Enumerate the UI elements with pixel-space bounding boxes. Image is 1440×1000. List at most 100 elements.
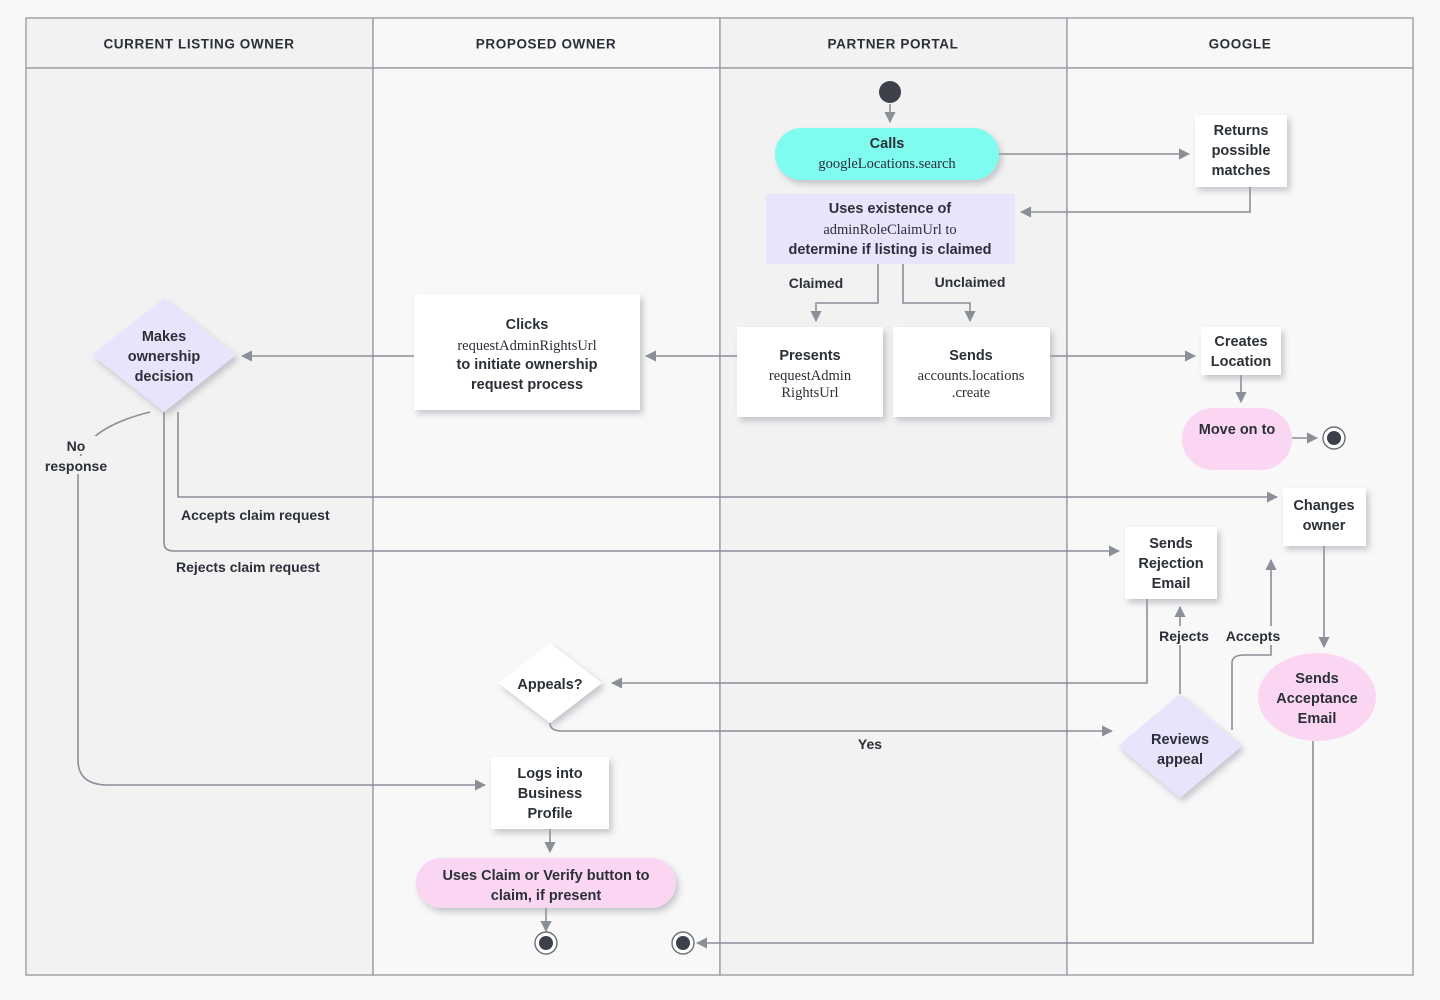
node-presents-line-1: Presents bbox=[779, 348, 840, 364]
edge-uses-existence-unclaimed bbox=[902, 264, 976, 323]
node-sends-create-line-2: accounts.locations bbox=[918, 368, 1025, 384]
node-rejection-email-line-2: Rejection bbox=[1138, 556, 1203, 572]
edge-label-no: No bbox=[67, 438, 86, 454]
node-clicks-line-2: requestAdminRightsUrl bbox=[457, 338, 596, 354]
lane-header-google bbox=[1066, 17, 1414, 69]
node-presents-line-3: RightsUrl bbox=[781, 385, 838, 401]
node-reviews-appeal-line-1: Reviews bbox=[1151, 732, 1209, 748]
node-uses-claim-line-1: Uses Claim or Verify button to bbox=[442, 868, 649, 884]
node-reviews-appeal-line-2: appeal bbox=[1157, 752, 1203, 768]
node-shape bbox=[491, 757, 609, 829]
label-bg bbox=[780, 273, 853, 292]
label-bg bbox=[36, 456, 118, 474]
node-presents-line-2: requestAdmin bbox=[769, 368, 852, 384]
label-bg bbox=[173, 557, 345, 576]
edge-reviews-appeal-accepts bbox=[1231, 558, 1277, 730]
node-rejection-email-line-1: Sends bbox=[1149, 536, 1193, 552]
edge-returns-to-uses-existence bbox=[1019, 187, 1251, 218]
edge-acceptance-email-to-end bbox=[695, 741, 1314, 949]
node-acceptance-email-line-2: Acceptance bbox=[1276, 691, 1357, 707]
node-clicks-request-admin-rights-url[interactable] bbox=[414, 294, 640, 410]
edge-label-rejects-claim-request: Rejects claim request bbox=[176, 559, 320, 575]
edge-label-accepts: Accepts bbox=[1226, 628, 1281, 644]
node-shape bbox=[416, 858, 676, 908]
node-shape bbox=[766, 194, 1015, 264]
node-sends-accounts-locations-create[interactable] bbox=[893, 327, 1050, 417]
node-shape bbox=[775, 128, 999, 180]
label-bg bbox=[927, 272, 1016, 291]
edge-rejects-claim-request bbox=[163, 412, 1121, 557]
node-changes-owner-line-2: owner bbox=[1303, 518, 1346, 534]
node-reviews-appeal[interactable] bbox=[1118, 694, 1242, 798]
node-move-on-to-label: Move on to bbox=[1199, 422, 1276, 438]
node-makes-decision-line-2: ownership bbox=[128, 349, 201, 365]
node-uses-existence-line-2: adminRoleClaimUrl to bbox=[823, 222, 956, 238]
node-shape bbox=[893, 327, 1050, 417]
label-bg bbox=[854, 734, 887, 753]
node-logs-in-line-2: Business bbox=[518, 786, 582, 802]
node-uses-existence-admin-role-claim-url[interactable] bbox=[766, 194, 1015, 264]
node-shape bbox=[1195, 115, 1287, 187]
edge-uses-existence-claimed bbox=[810, 264, 879, 323]
node-move-on-to[interactable] bbox=[1182, 408, 1292, 470]
node-sends-acceptance-email[interactable] bbox=[1258, 653, 1376, 741]
node-rejection-email-line-3: Email bbox=[1152, 576, 1191, 592]
node-logs-into-business-profile[interactable] bbox=[491, 757, 609, 829]
edge-labels: Claimed Unclaimed No response Accepts cl… bbox=[36, 272, 1288, 753]
end-icon-inner bbox=[539, 936, 553, 950]
edge-label-claimed: Claimed bbox=[789, 275, 843, 291]
label-bg bbox=[178, 505, 354, 524]
node-start-circle bbox=[879, 81, 901, 103]
node-returns-possible-matches[interactable] bbox=[1195, 115, 1287, 187]
end-icon-inner bbox=[1327, 431, 1341, 445]
node-makes-ownership-decision[interactable] bbox=[92, 298, 236, 412]
start-icon bbox=[879, 81, 901, 103]
node-calls-google-locations-search[interactable] bbox=[775, 128, 999, 180]
node-sends-create-line-3: .create bbox=[952, 385, 990, 401]
node-shape bbox=[737, 327, 883, 417]
node-changes-owner-line-1: Changes bbox=[1293, 498, 1354, 514]
node-clicks-line-4: request process bbox=[471, 377, 583, 393]
lane-header-proposed-owner bbox=[372, 17, 721, 69]
node-shape bbox=[414, 294, 640, 410]
node-appeals[interactable] bbox=[498, 643, 602, 723]
node-creates-location[interactable] bbox=[1201, 327, 1281, 375]
node-uses-existence-line-1: Uses existence of bbox=[829, 201, 952, 217]
node-creates-location-line-2: Location bbox=[1211, 354, 1271, 370]
node-shape bbox=[1258, 653, 1376, 741]
node-shape bbox=[1125, 527, 1217, 599]
node-presents-request-admin-rights-url[interactable] bbox=[737, 327, 883, 417]
lane-header-current-listing-owner bbox=[25, 17, 374, 69]
end-icon-inner bbox=[676, 936, 690, 950]
node-shape bbox=[92, 298, 236, 412]
node-returns-line-1: Returns bbox=[1214, 123, 1269, 139]
node-shape bbox=[1118, 694, 1242, 798]
node-sends-create-line-1: Sends bbox=[949, 348, 993, 364]
label-bg bbox=[1152, 626, 1216, 645]
lane-title-google: GOOGLE bbox=[1209, 37, 1272, 52]
node-returns-line-2: possible bbox=[1212, 143, 1271, 159]
edge-appeals-yes-to-reviews-appeal bbox=[549, 722, 1114, 737]
node-returns-line-3: matches bbox=[1212, 163, 1271, 179]
node-clicks-line-3: to initiate ownership bbox=[457, 357, 598, 373]
node-calls-line-2: googleLocations.search bbox=[818, 156, 956, 172]
lane-title-current-listing-owner: CURRENT LISTING OWNER bbox=[103, 37, 294, 52]
node-makes-decision-line-1: Makes bbox=[142, 329, 186, 345]
node-sends-rejection-email[interactable] bbox=[1125, 527, 1217, 599]
edge-label-unclaimed: Unclaimed bbox=[935, 274, 1006, 290]
node-end-google-move-on bbox=[1322, 426, 1346, 450]
edge-label-response: response bbox=[45, 458, 107, 474]
node-uses-claim-or-verify-button[interactable] bbox=[416, 858, 676, 908]
node-changes-owner[interactable] bbox=[1283, 488, 1366, 546]
lane-title-proposed-owner: PROPOSED OWNER bbox=[476, 37, 616, 52]
lane-body-proposed-owner bbox=[372, 67, 721, 976]
edge-rejection-email-to-appeals bbox=[610, 599, 1148, 689]
node-logs-in-line-1: Logs into bbox=[517, 766, 582, 782]
lane-header-partner-portal bbox=[719, 17, 1068, 69]
node-shape bbox=[1182, 408, 1292, 470]
node-end-proposed-owner bbox=[534, 931, 558, 955]
node-shape bbox=[498, 643, 602, 723]
label-bg bbox=[1219, 626, 1288, 645]
node-acceptance-email-line-1: Sends bbox=[1295, 671, 1339, 687]
